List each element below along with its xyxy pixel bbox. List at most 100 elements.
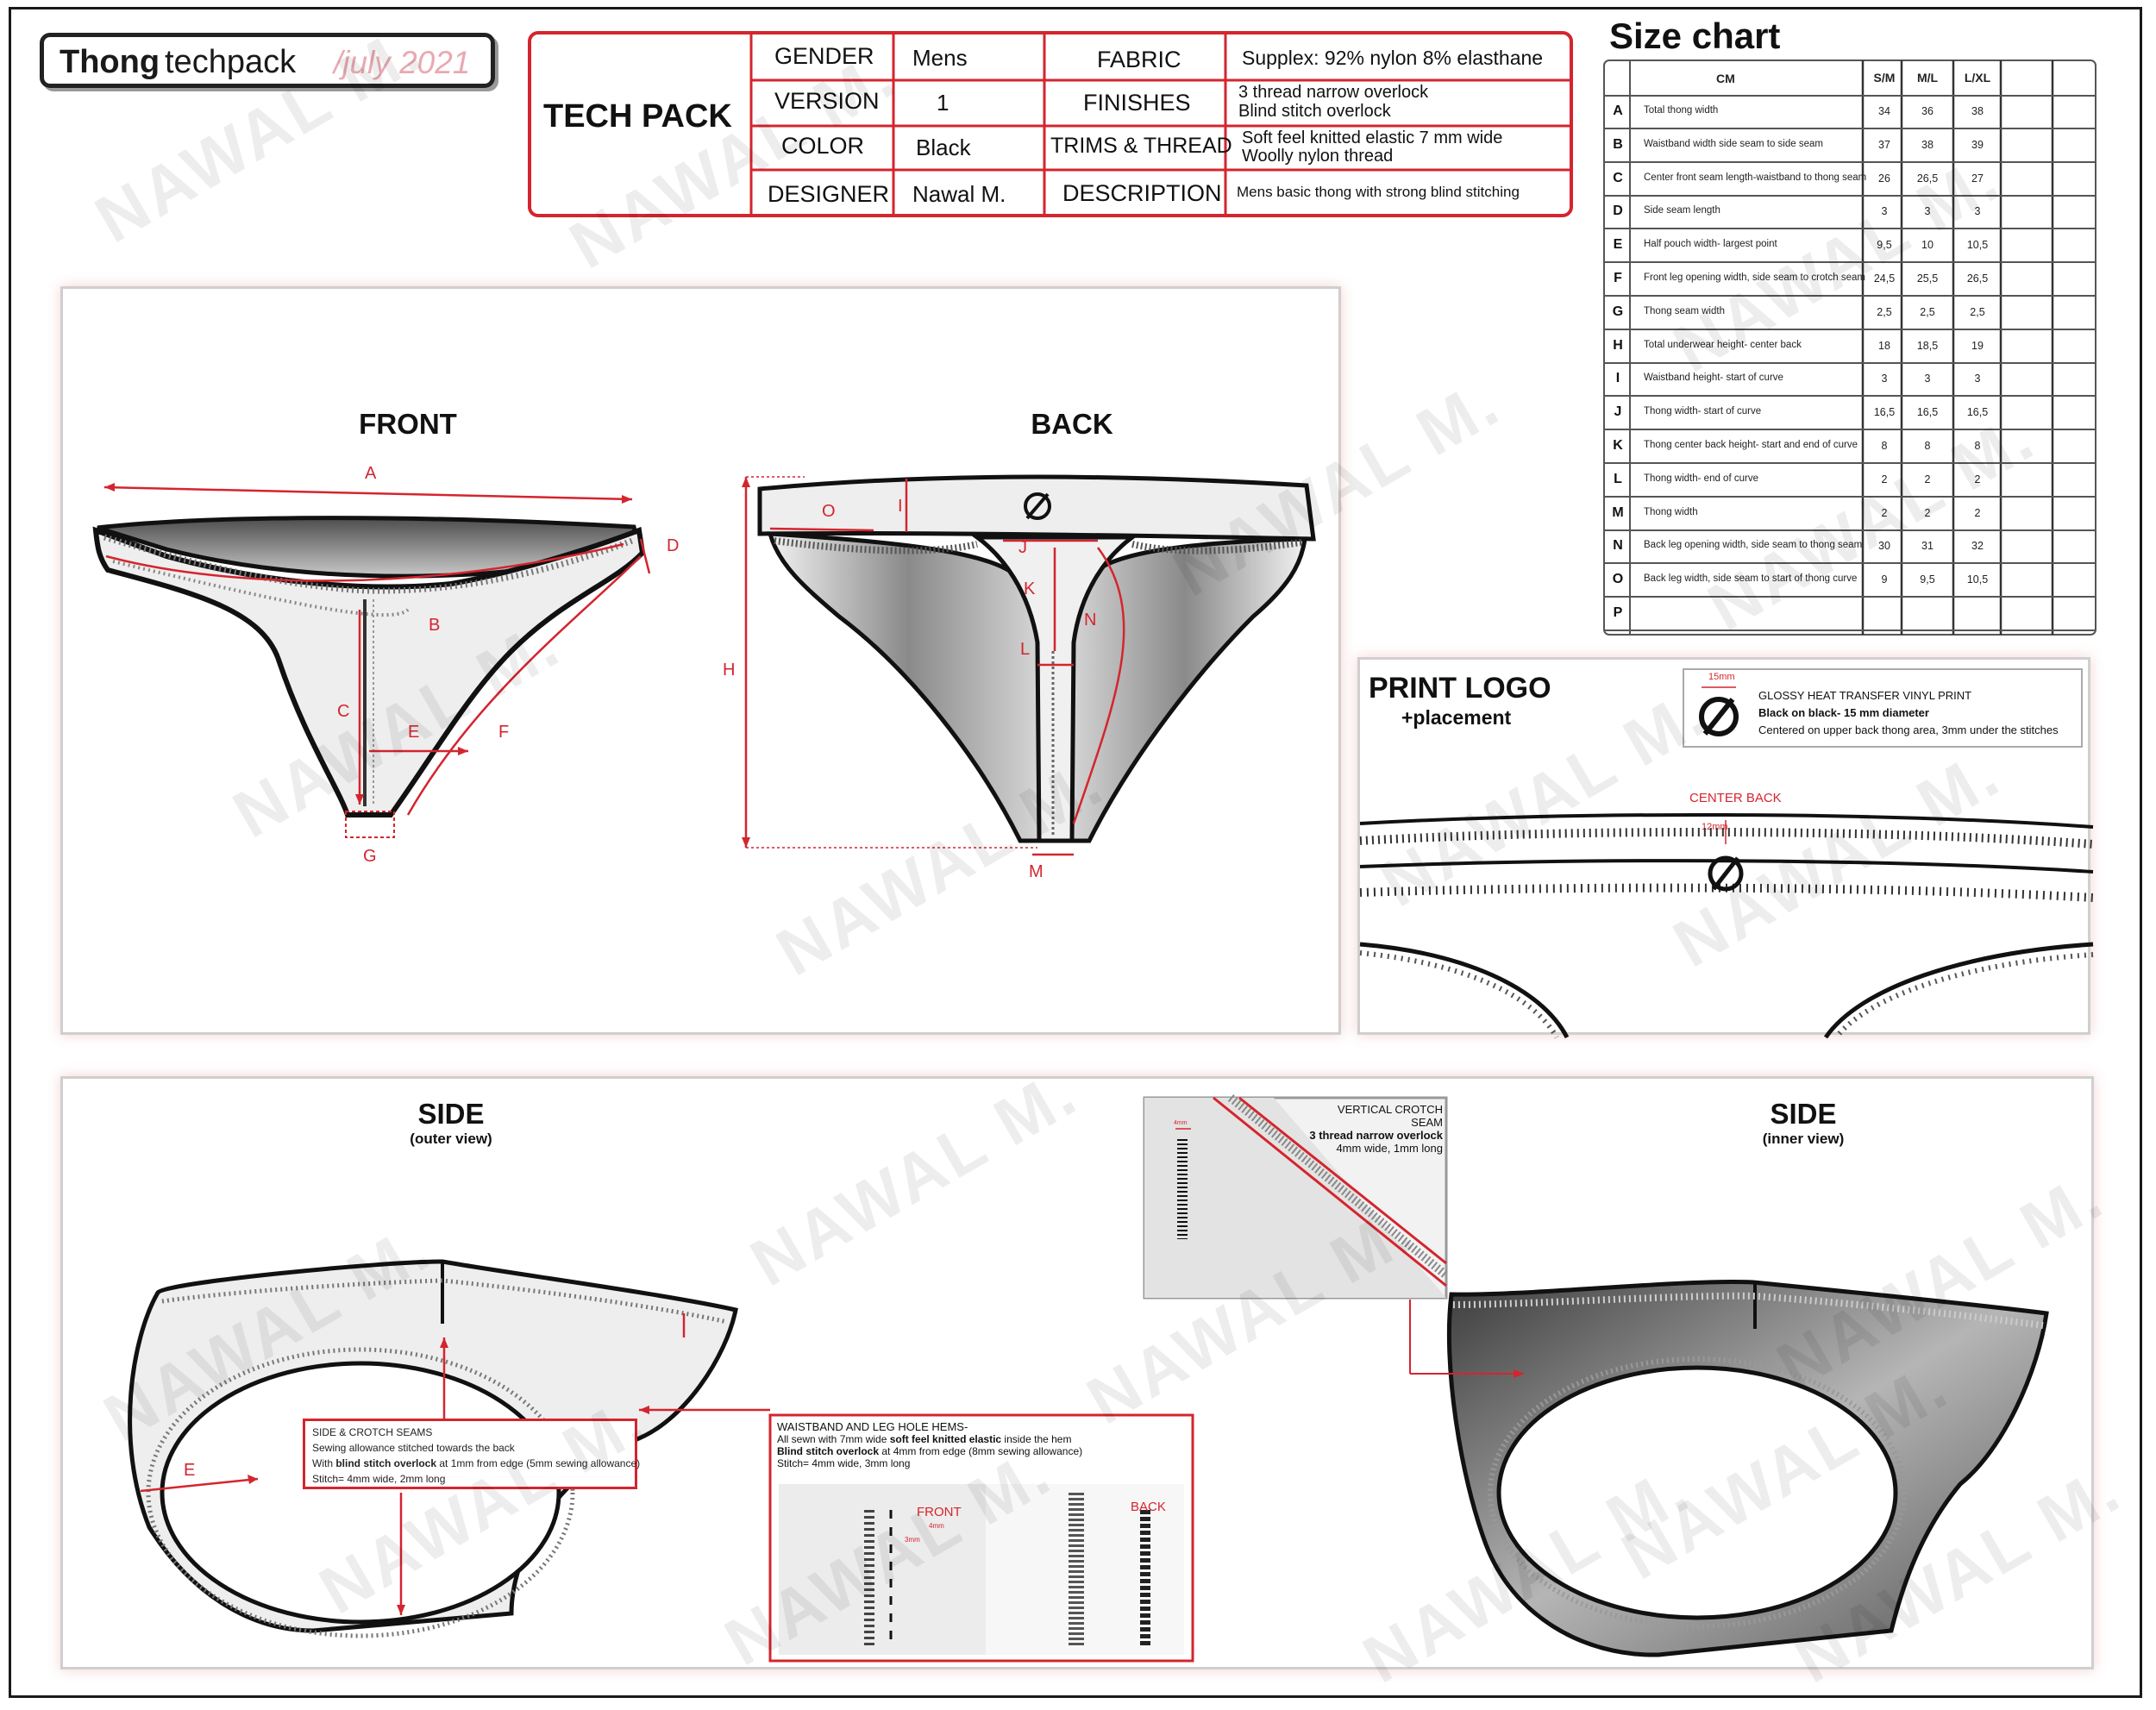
row-letter: F — [1614, 271, 1622, 285]
row-value-lxl: 26,5 — [1966, 272, 1989, 285]
crotch-dim: 4mm — [1174, 1120, 1188, 1126]
measure-j: J — [1018, 538, 1027, 557]
version-label: VERSION — [774, 88, 880, 114]
row-description: Total underwear height- center back — [1644, 339, 1802, 350]
row-letter: C — [1613, 170, 1623, 185]
row-description: Total thong width — [1644, 105, 1719, 116]
front-back-panel: FRONT BACK — [60, 286, 1341, 1035]
size-chart-row: O Back leg width, side seam to start of t… — [1604, 563, 2096, 598]
row-description: Back leg opening width, side seam to tho… — [1644, 540, 1863, 551]
row-letter: L — [1614, 471, 1622, 486]
row-description: Half pouch width- largest point — [1644, 239, 1777, 250]
row-description: Thong width- start of curve — [1644, 406, 1762, 417]
front-measure-labels: A B C D E F G — [337, 464, 679, 866]
version-value: 1 — [937, 90, 950, 116]
print-logo-panel: PRINT LOGO +placement 15mm GLOSSY HEAT T… — [1357, 657, 2094, 1039]
finishes-label: FINISHES — [1083, 90, 1191, 116]
row-letter: P — [1613, 605, 1623, 620]
size-chart-grid — [1603, 60, 2096, 636]
measure-e: E — [408, 723, 419, 742]
measure-i: I — [898, 497, 903, 516]
front-dimension-lines — [103, 483, 651, 838]
row-description: Front leg opening width, side seam to cr… — [1644, 272, 1865, 283]
title-rest: techpack — [165, 44, 297, 80]
measure-side-e: E — [184, 1461, 195, 1480]
side-inner-sub: (inner view) — [1762, 1131, 1845, 1147]
logo-line2: Black on black- 15 mm diameter — [1758, 706, 1929, 719]
wb-dim-1: 4mm — [929, 1522, 944, 1530]
side-inner-heading: SIDE — [1770, 1098, 1837, 1130]
print-logo-icon — [1699, 686, 1739, 736]
measure-h: H — [723, 661, 735, 680]
row-description: Side seam length — [1644, 205, 1720, 216]
description-value: Mens basic thong with strong blind stitc… — [1237, 184, 1520, 200]
finishes-value-1: 3 thread narrow overlock — [1238, 83, 1429, 102]
row-letter: M — [1612, 504, 1624, 520]
row-value-ml: 16,5 — [1916, 406, 1939, 419]
measure-o: O — [822, 502, 836, 521]
color-value: Black — [916, 135, 971, 160]
measure-b: B — [429, 616, 440, 635]
row-value-lxl: 39 — [1971, 138, 1984, 151]
row-value-lxl: 10,5 — [1966, 573, 1989, 586]
designer-value: Nawal M. — [912, 181, 1006, 207]
row-value-ml: 26,5 — [1916, 172, 1939, 185]
row-value-lxl: 2,5 — [1970, 305, 1985, 318]
side-note-l4: Stitch= 4mm wide, 2mm long — [312, 1473, 446, 1485]
trims-value-2: Woolly nylon thread — [1242, 147, 1394, 166]
row-value-lxl: 2 — [1974, 473, 1981, 485]
row-value-sm: 9 — [1881, 573, 1888, 586]
wb-back-label: BACK — [1131, 1500, 1166, 1514]
row-value-ml: 38 — [1921, 138, 1934, 151]
wb-note-l4: Stitch= 4mm wide, 3mm long — [777, 1457, 911, 1469]
logo-line3: Centered on upper back thong area, 3mm u… — [1758, 723, 2059, 736]
size-chart-row: N Back leg opening width, side seam to th… — [1604, 529, 2096, 565]
row-value-sm: 3 — [1881, 205, 1888, 218]
row-value-sm: 18 — [1878, 339, 1890, 352]
waistband-hem-detail — [684, 1409, 1194, 1663]
row-value-lxl: 3 — [1974, 205, 1981, 218]
crotch-note: VERTICAL CROTCH SEAM 3 thread narrow ove… — [1309, 1103, 1443, 1155]
row-value-ml: 9,5 — [1920, 573, 1935, 586]
row-value-lxl: 38 — [1971, 105, 1984, 117]
row-value-lxl: 10,5 — [1966, 239, 1989, 252]
row-letter: N — [1613, 538, 1623, 554]
measure-l: L — [1020, 640, 1030, 659]
front-back-drawings: A B C D E F G — [92, 464, 1316, 881]
side-note-l1: SIDE & CROTCH SEAMS — [312, 1426, 433, 1438]
waistband-note: WAISTBAND AND LEG HOLE HEMS- All sewn wi… — [777, 1420, 1082, 1469]
crotch-note-l1: VERTICAL CROTCH SEAM — [1337, 1103, 1443, 1129]
row-value-sm: 26 — [1878, 172, 1890, 185]
side-panel: SIDE (outer view) SIDE (inner view) — [60, 1076, 2094, 1669]
row-description: Waistband width side seam to side seam — [1644, 138, 1823, 149]
row-description: Back leg width, side seam to start of th… — [1644, 573, 1858, 585]
row-letter: H — [1613, 337, 1623, 353]
row-value-lxl: 19 — [1971, 339, 1984, 352]
col-header-lxl: L/XL — [1964, 71, 1991, 85]
row-value-sm: 2,5 — [1877, 305, 1892, 318]
row-letter: E — [1613, 237, 1623, 253]
side-note-l2: Sewing allowance stitched towards the ba… — [312, 1442, 515, 1454]
row-value-ml: 3 — [1924, 205, 1931, 218]
print-logo-subtitle: +placement — [1401, 706, 1512, 729]
row-value-ml: 36 — [1921, 105, 1934, 117]
measure-f: F — [498, 723, 509, 742]
front-garment — [92, 516, 646, 817]
measure-a: A — [365, 464, 377, 483]
size-chart-row: F Front leg opening width, side seam to c… — [1604, 262, 2096, 297]
row-letter: O — [1612, 572, 1624, 587]
wb-front-label: FRONT — [917, 1505, 962, 1519]
row-value-ml: 3 — [1924, 373, 1931, 385]
logo-dim: 15mm — [1708, 672, 1735, 682]
wb-note-l2: All sewn with 7mm wide soft feel knitted… — [777, 1433, 1072, 1445]
print-logo-title: PRINT LOGO — [1369, 672, 1551, 705]
row-description: Center front seam length-waistband to th… — [1644, 172, 1867, 183]
row-description: Thong width — [1644, 506, 1698, 517]
title-date: /july 2021 — [334, 45, 471, 80]
